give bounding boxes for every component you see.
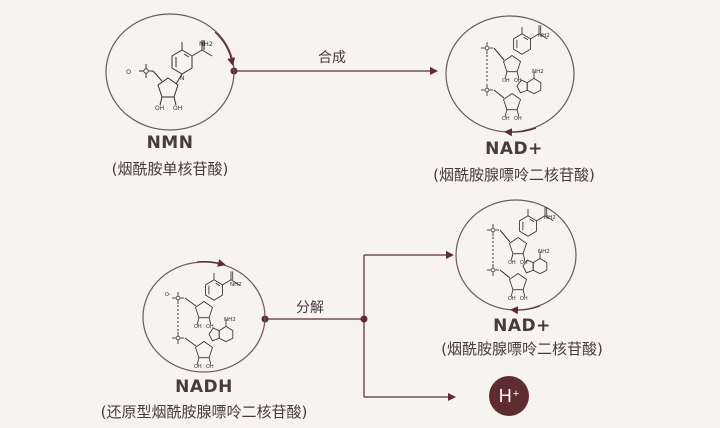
decomposition-label: 分解 [296,300,324,316]
nad-top-description: (烟酰胺腺嘌呤二核苷酸) [433,166,595,184]
atom-label: NH2 [199,40,213,48]
atom-label: OH [173,105,182,112]
atom-label: NH2 [532,69,544,75]
atom-label: NH2 [538,249,550,255]
ribose-ring [509,273,527,297]
decomposition-connector [261,251,456,401]
atom-label: OH [520,260,528,266]
nmn-structure: O NH2 OH OH N [105,13,236,131]
atom-label: OH [520,296,528,302]
nad-bottom-structure: NH2 NH2 OH OH OH OH [455,199,577,315]
ribose-ring [509,237,527,261]
hydrogen-ion-charge: + [512,388,520,400]
phosphate-group [480,83,494,97]
hydrogen-ion-symbol: H [498,385,512,406]
atom-label: N [180,75,185,82]
atom-label: OH [194,324,202,330]
atom-label: NH2 [230,282,242,288]
phosphate-group [171,331,185,345]
nad-top-name: NAD+ [485,139,543,159]
nadh-name: NADH [175,377,233,397]
ribose-ring [195,301,213,325]
atom-label: OH [194,364,202,370]
nadh-structure: NH2 NH2 O- OH OH OH OH [142,259,266,373]
atom-label: OH [508,296,516,302]
phosphate-group [486,263,500,277]
ribose-ring [195,341,213,365]
atom-label: OH [502,78,510,84]
nadh-description: (还原型烟酰胺腺嘌呤二核苷酸) [100,403,308,421]
atom-label: OH [514,78,522,84]
phosphate-group [171,291,185,305]
nmn-name: NMN [146,133,194,153]
atom-label: NH2 [544,215,556,221]
synthesis-connector [230,67,438,75]
atom-label: OH [155,105,164,112]
atom-label: OH [508,260,516,266]
ribose-ring [503,55,521,79]
nmn-description: (烟酰胺单核苷酸) [111,160,229,178]
phosphate-group [486,223,500,237]
ribose-ring [157,77,179,106]
atom-label: OH [206,324,214,330]
atom-label: OH [502,116,510,122]
synthesis-label: 合成 [318,50,346,66]
atom-label: O [126,68,131,76]
ribose-ring [503,93,521,117]
phosphate-group [138,63,154,79]
nad-bottom-description: (烟酰胺腺嘌呤二核苷酸) [441,340,603,358]
nad-top-structure: NH2 NH2 OH OH OH OH [445,15,575,137]
atom-label: O- [165,292,171,298]
nicotinamide-ring [513,24,548,55]
atom-label: OH [514,116,522,122]
nicotinamide-ring [519,206,554,237]
nad-bottom-name: NAD+ [493,316,551,336]
atom-label: NH2 [538,33,550,39]
atom-label: NH2 [224,317,236,323]
atom-label: OH [206,364,214,370]
hydrogen-ion-badge: H+ [489,376,529,416]
phosphate-group [480,41,494,55]
